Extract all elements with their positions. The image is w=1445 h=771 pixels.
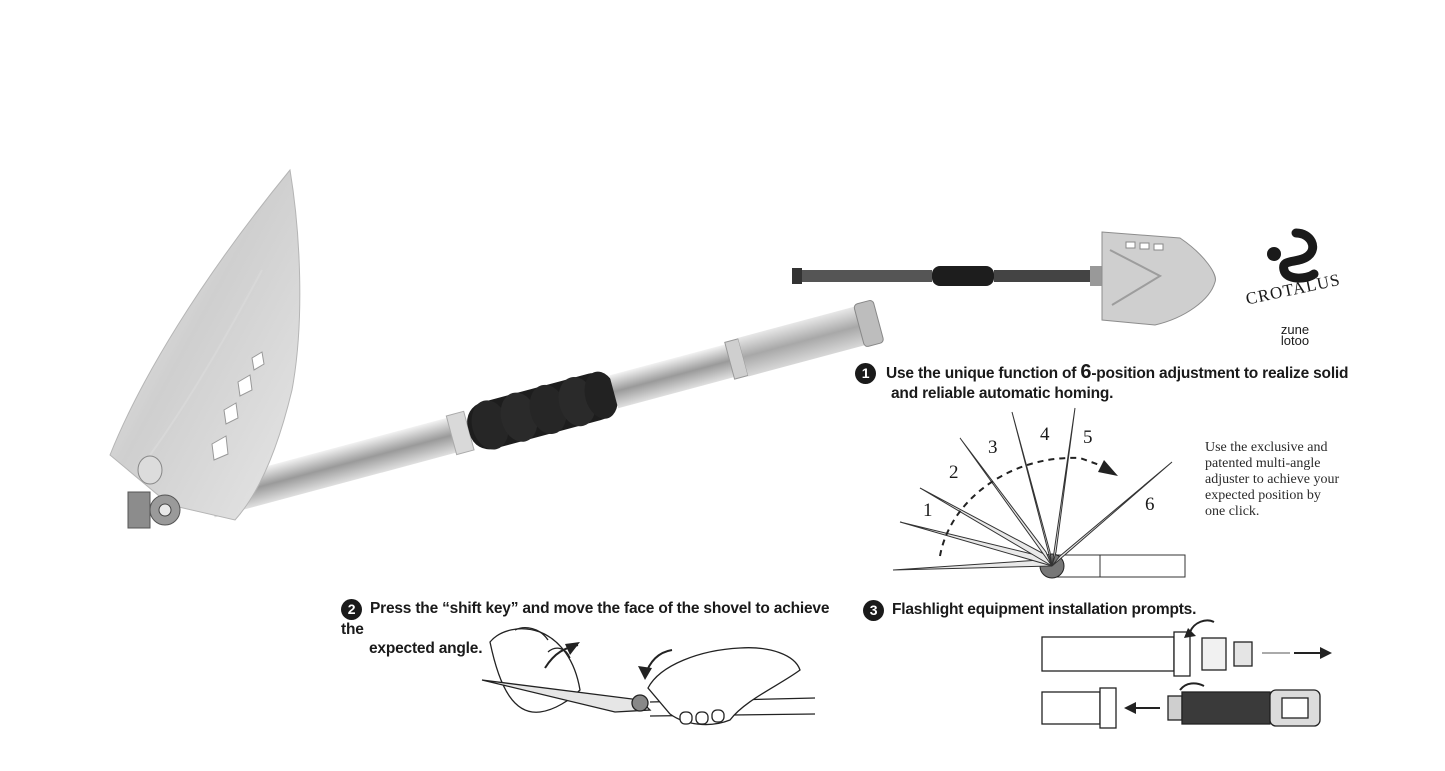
step-1-number: 1	[855, 363, 876, 384]
angle-label-1: 1	[923, 500, 933, 521]
step-1-line2: and reliable automatic homing.	[891, 385, 1114, 402]
knurled-section	[738, 306, 865, 377]
adjuster-note: Use the exclusive and patented multi-ang…	[1205, 440, 1405, 520]
brand-sub-line2: lotoo	[1280, 333, 1310, 348]
shovel-tube	[205, 417, 457, 518]
small-shovel-blade	[1101, 231, 1216, 326]
brand-sub: zune lotoo	[1270, 322, 1320, 348]
angle-label-4: 4	[1040, 424, 1050, 445]
shovel-blade	[109, 168, 301, 521]
angle-label-5: 5	[1083, 427, 1093, 448]
adjuster-note-line3: adjuster to achieve your	[1205, 472, 1340, 487]
adjuster-note-line1: Use the exclusive and	[1205, 440, 1328, 455]
step-1-text-a: Use the unique function of	[886, 365, 1081, 382]
step-1-heading: 1 Use the unique function of 6-position a…	[855, 361, 1375, 403]
adjuster-note-line5: one click.	[1205, 504, 1260, 519]
step-3-text: Flashlight equipment installation prompt…	[892, 601, 1197, 618]
step-2-number: 2	[341, 599, 362, 620]
step-1-highlight: 6	[1080, 361, 1092, 383]
brand-sub-line1: zune	[1280, 322, 1310, 337]
step-3-heading: 3 Flashlight equipment installation promp…	[863, 600, 1263, 621]
step-1-text-b: -position adjustment to realize solid	[1091, 365, 1349, 382]
step-3-number: 3	[863, 600, 884, 621]
adjuster-note-line2: patented multi-angle	[1205, 456, 1321, 471]
angle-label-3: 3	[988, 437, 998, 458]
foam-grip	[467, 371, 618, 450]
angle-label-6: 6	[1145, 494, 1155, 515]
adjuster-note-line4: expected position by	[1205, 488, 1321, 503]
angle-label-2: 2	[949, 462, 959, 483]
snake-logo-icon	[1267, 228, 1319, 283]
step-2-text: Press the “shift key” and move the face …	[341, 600, 830, 638]
step-2-line2: expected angle.	[369, 640, 483, 657]
